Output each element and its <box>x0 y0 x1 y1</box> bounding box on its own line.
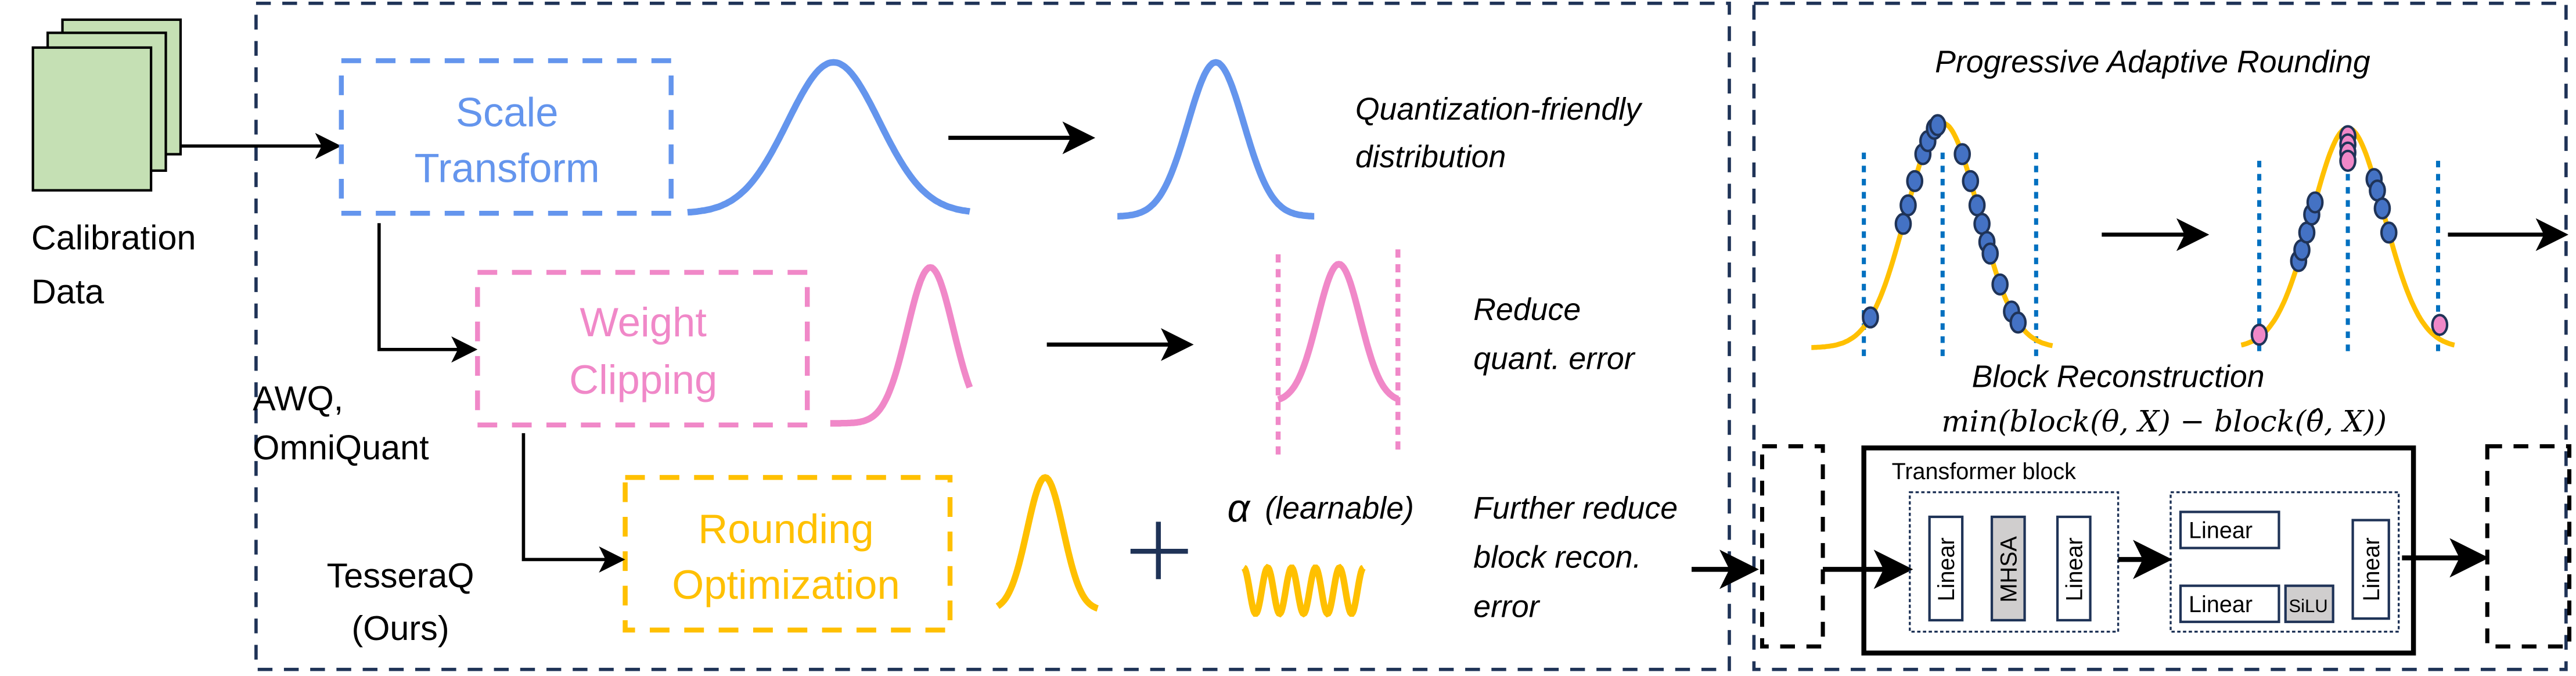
weight-dot <box>1899 194 1917 217</box>
mlp-linear-up: Linear <box>2179 510 2280 549</box>
svg-text:MHSA: MHSA <box>1996 536 2021 603</box>
ours-label-1: TesseraQ <box>327 556 474 595</box>
round-note-1: Further reduce <box>1473 491 1678 526</box>
rounded-weight-dot <box>2339 149 2356 172</box>
scale-note-2: distribution <box>1355 139 1506 174</box>
svg-text:SiLU: SiLU <box>2289 596 2327 616</box>
attn-linear-2: Linear <box>2056 515 2092 622</box>
prev-block-frame <box>1760 444 1825 649</box>
transformer-block <box>1861 445 2416 656</box>
svg-text:Linear: Linear <box>1934 537 1959 601</box>
weight-dot <box>1906 170 1924 192</box>
mlp-linear-gate: Linear <box>2179 584 2280 623</box>
alpha-label: (learnable) <box>1265 491 1414 526</box>
ours-label-2: (Ours) <box>352 609 449 648</box>
rounding-optimization-box <box>623 474 953 633</box>
scale-transform-label-2: Transform <box>415 145 600 191</box>
distribution-curves <box>687 59 1399 612</box>
weight-dot <box>2373 197 2391 220</box>
block-recon-formula: min(block(θ, X) − block(θ̂, X)) <box>1941 404 2387 438</box>
weight-dot <box>2380 221 2398 244</box>
svg-text:Linear: Linear <box>2359 537 2384 601</box>
svg-text:Linear: Linear <box>2061 537 2087 601</box>
mlp-silu: SiLU <box>2284 584 2334 623</box>
rounded-weight-dot <box>2431 314 2449 336</box>
mlp-linear-down: Linear <box>2351 519 2390 620</box>
weight-dot <box>1953 143 1971 166</box>
rounding-optimization-label-1: Rounding <box>698 506 873 552</box>
arrow-to-rounding-optimization <box>521 433 625 573</box>
weight-dot <box>1862 306 1879 329</box>
block-recon-title: Block Reconstruction <box>1972 359 2265 394</box>
friendly-distribution-curve <box>1117 59 1315 220</box>
rounding-distribution-curve <box>995 474 1099 612</box>
round-note-2: block recon. <box>1473 540 1641 575</box>
weight-dot <box>2306 191 2324 214</box>
weight-dot <box>2298 221 2316 244</box>
weight-clipping-label-2: Clipping <box>569 357 717 402</box>
right-panel-frame <box>1752 1 2568 671</box>
weight-dot <box>1929 114 1947 136</box>
scale-transform-label-1: Scale <box>456 89 559 135</box>
weight-dot <box>1894 213 1912 235</box>
quant-grid-lines <box>1862 152 2441 358</box>
weight-distribution-curve <box>830 264 973 427</box>
weight-clipping-label-1: Weight <box>580 299 707 345</box>
attn-mhsa: MHSA <box>1990 515 2026 622</box>
next-block-frame <box>2485 444 2572 649</box>
calibration-label-1: Calibration <box>31 218 196 257</box>
alpha-wave <box>1242 563 1366 618</box>
rounding-optimization-label-2: Optimization <box>672 562 900 607</box>
baseline-label-2: OmniQuant <box>253 428 429 467</box>
left-panel-frame <box>254 1 1731 671</box>
weight-dot <box>2009 311 2027 334</box>
transformer-block-title: Transformer block <box>1892 459 2076 484</box>
clipped-distribution-curve <box>1277 261 1399 403</box>
weight-dot <box>1991 273 2009 296</box>
alpha-symbol: α <box>1227 487 1251 530</box>
calibration-data-icon <box>31 18 182 192</box>
plus-icon <box>1130 522 1188 580</box>
clip-note-2: quant. error <box>1473 341 1636 376</box>
par-title: Progressive Adaptive Rounding <box>1935 44 2370 79</box>
baseline-label-1: AWQ, <box>253 379 343 418</box>
calibration-label-2: Data <box>31 272 104 311</box>
arrow-to-weight-clipping <box>377 223 478 363</box>
clip-note-1: Reduce <box>1473 292 1581 327</box>
weight-dot <box>1973 213 1991 235</box>
weight-dot <box>1981 242 1999 265</box>
skewed-distribution-curve <box>687 59 971 216</box>
weight-dots <box>1862 114 2449 346</box>
svg-text:Linear: Linear <box>2189 518 2253 544</box>
scale-note-1: Quantization-friendly <box>1355 92 1643 127</box>
weight-dot <box>1968 194 1986 217</box>
svg-text:Linear: Linear <box>2189 592 2253 617</box>
attn-linear-1: Linear <box>1928 515 1964 622</box>
weight-dot <box>1962 170 1980 192</box>
round-note-3: error <box>1473 589 1540 624</box>
rounded-weight-dot <box>2250 323 2268 346</box>
